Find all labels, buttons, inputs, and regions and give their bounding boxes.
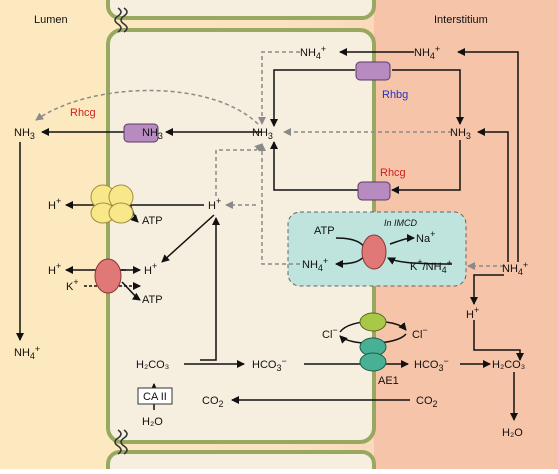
k-lumen: K+ [66,277,79,293]
nh4-imcd: NH4+ [302,256,328,273]
imcd-na-out [389,234,415,245]
cl-interstitium: Cl− [412,325,428,341]
cl-cell: Cl− [322,325,338,341]
nh4-cell-top: NH4+ [300,44,326,61]
nh3-cell-center: NH3 [252,127,273,141]
k-nh4-imcd: K+/NH4+ [410,257,452,275]
labels: NH3 NH3 NH3 NH3 NH4+ NH4+ NH4+ NH4+ NH4+… [14,44,528,439]
rhcg-basolateral-label: Rhcg [380,167,406,179]
ca2-box [137,387,173,405]
imcd-label: In IMCD [384,218,418,228]
arrow-rhbg-to-nh3 [270,69,355,127]
h2o-cell: H₂O [142,416,163,428]
h2co3-cell: H₂CO₃ [136,359,169,371]
dashed-nh4-to-nh3 [258,51,300,125]
tight-junction-bottom [114,429,128,455]
interstitium-label: Interstitium [434,14,488,26]
atp-h-atpase: ATP [142,215,163,227]
arrow-int-nh4-to-nh4-top [457,48,519,262]
nh3-cell-apical: NH3 [142,127,163,141]
arrow-rhbg-to-int-nh3 [392,69,464,125]
atp-imcd: ATP [314,225,335,237]
rhcg-apical-channel [123,123,159,143]
dashed-arrows [35,51,504,270]
h-lumen-bottom: H+ [48,261,61,277]
cell-below [106,450,376,474]
nh4-interstitium-mid: NH4+ [502,260,528,277]
hk-atpase [94,258,122,294]
h-atpase [90,184,134,224]
lumen-label: Lumen [34,14,68,26]
hco3-interstitium: HCO3− [414,356,449,373]
arrow-h2co3-to-h [200,217,220,361]
dashed-imcd-nh4-to-nh3 [258,143,300,265]
hco3-cell: HCO3− [252,356,287,373]
lumen-region [0,0,118,469]
arrow-nh4-to-h [470,274,504,305]
h-cell-hk: H+ [144,261,157,277]
imcd-k-nh4-in [387,257,453,265]
rhbg-label: Rhbg [382,89,408,101]
arrow-h-to-hk [161,214,215,263]
nh3-lumen: NH3 [14,127,35,141]
co2-interstitium: CO2 [416,395,438,409]
nh4-interstitium-top: NH4+ [414,44,440,61]
co2-cell: CO2 [202,395,224,409]
nh4-lumen: NH4+ [14,344,40,361]
rhcg-apical-label: Rhcg [70,107,96,119]
rhbg-channel [355,61,391,81]
arrow-h-to-h2co3 [473,320,524,361]
h2co3-interstitium: H₂CO₃ [492,359,525,371]
h2o-interstitium: H₂O [502,427,523,439]
cl-exchanger-top [359,312,387,332]
dashed-h-to-nh3 [215,143,263,196]
na-imcd: Na+ [416,229,435,245]
rhcg-basolateral-channel [357,181,391,201]
arrow-int-nh3-to-rhcg-baso [391,140,461,194]
nh3-interstitium: NH3 [450,127,471,141]
imcd-pump [361,234,387,270]
cell-above [106,0,376,20]
solid-arrows [16,48,524,421]
h-lumen-top: H+ [48,196,61,212]
ae1-exchanger-bottom [359,352,387,372]
arrow-atp-atpase-2 [121,281,141,301]
ca2-label: CA II [143,391,167,403]
arrow-rhcg-baso-to-nh3 [270,141,358,191]
arrow-int-nh4-to-nh3 [477,128,509,262]
h-cell: H+ [208,196,221,212]
tight-junction-top [114,7,128,33]
ae1-label: AE1 [378,375,399,387]
atp-hk-atpase: ATP [142,294,163,306]
h-interstitium: H+ [466,305,479,321]
